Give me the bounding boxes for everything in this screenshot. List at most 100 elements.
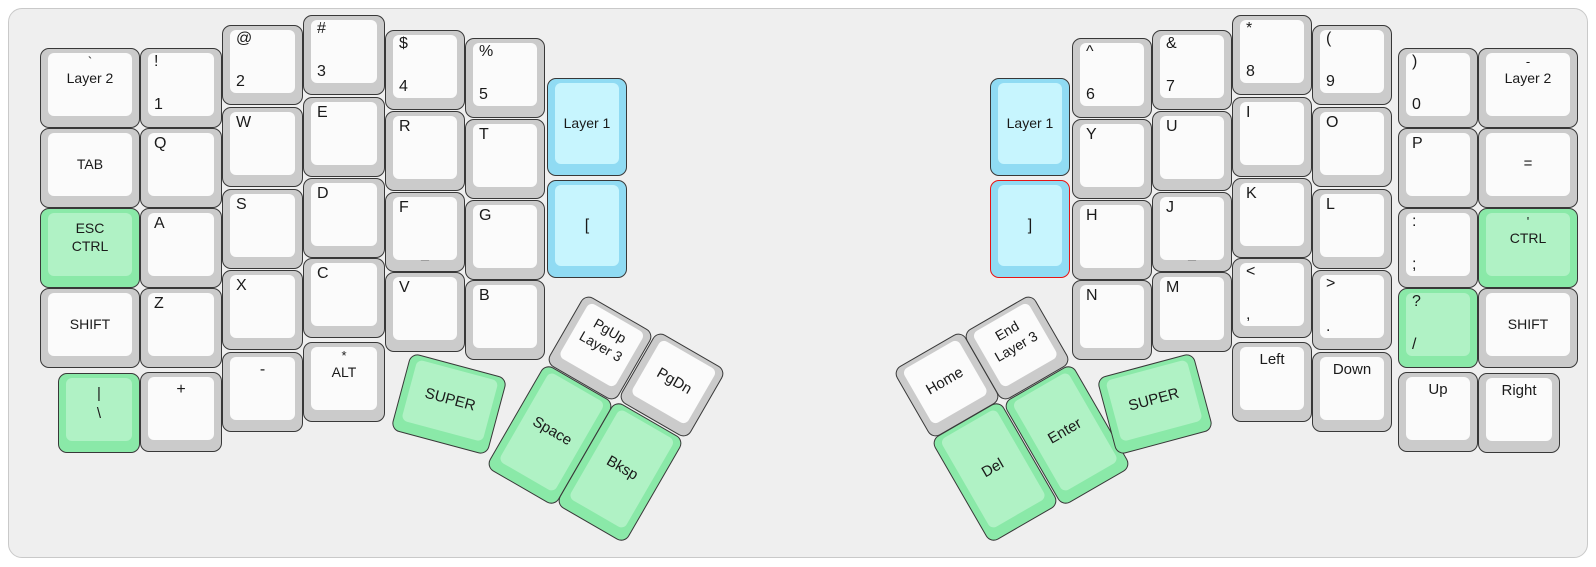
key-grave-layer2[interactable]: `Layer 2 bbox=[40, 48, 140, 128]
key-percent-5-face: %5 bbox=[473, 43, 537, 106]
key-r-label-0: R bbox=[399, 118, 411, 135]
key-x[interactable]: X bbox=[222, 270, 303, 350]
key-k[interactable]: K bbox=[1232, 178, 1312, 258]
key-arrow-left[interactable]: Left bbox=[1232, 342, 1312, 422]
key-y-face: Y bbox=[1080, 124, 1144, 187]
key-w-label-0: W bbox=[236, 114, 252, 131]
key-c[interactable]: C bbox=[303, 258, 385, 338]
key-colon-semicolon-label-0: : bbox=[1412, 213, 1417, 230]
key-colon-semicolon[interactable]: :; bbox=[1398, 208, 1478, 288]
key-u[interactable]: U bbox=[1152, 111, 1232, 191]
key-quote-ctrl[interactable]: 'CTRL bbox=[1478, 208, 1578, 288]
key-greater-period[interactable]: >. bbox=[1312, 270, 1392, 350]
key-exclam-1[interactable]: !1 bbox=[140, 48, 222, 128]
key-pipe-backslash-label-0: | bbox=[97, 385, 101, 402]
key-v-face: V bbox=[393, 277, 457, 340]
key-q[interactable]: Q bbox=[140, 128, 222, 208]
key-l[interactable]: L bbox=[1312, 189, 1392, 269]
key-exclam-1-face: !1 bbox=[148, 53, 214, 116]
key-question-slash[interactable]: ?/ bbox=[1398, 288, 1478, 368]
key-e[interactable]: E bbox=[303, 97, 385, 177]
key-i-label-0: I bbox=[1246, 104, 1251, 121]
key-asterisk-alt[interactable]: *ALT bbox=[303, 342, 385, 422]
key-rbracket[interactable]: ] bbox=[990, 180, 1070, 278]
key-a[interactable]: A bbox=[140, 208, 222, 288]
key-minus[interactable]: - bbox=[222, 352, 303, 432]
key-hash-3-label-0: # bbox=[317, 20, 326, 37]
key-super-right[interactable]: SUPER bbox=[1096, 352, 1214, 456]
key-f[interactable]: F_ bbox=[385, 192, 465, 272]
key-paren-0[interactable]: )0 bbox=[1398, 48, 1478, 128]
key-equals[interactable]: = bbox=[1478, 128, 1578, 208]
key-s[interactable]: S bbox=[222, 189, 303, 269]
key-dollar-4[interactable]: $4 bbox=[385, 30, 465, 110]
key-layer1-left[interactable]: Layer 1 bbox=[547, 78, 627, 176]
key-b[interactable]: B bbox=[465, 280, 545, 360]
key-o[interactable]: O bbox=[1312, 107, 1392, 187]
key-b-label-0: B bbox=[479, 287, 490, 304]
key-y[interactable]: Y bbox=[1072, 119, 1152, 199]
key-lbracket[interactable]: [ bbox=[547, 180, 627, 278]
key-minus-layer2[interactable]: -Layer 2 bbox=[1478, 48, 1578, 128]
key-amp-7[interactable]: &7 bbox=[1152, 30, 1232, 110]
key-asterisk-8[interactable]: *8 bbox=[1232, 15, 1312, 95]
key-h[interactable]: H bbox=[1072, 200, 1152, 280]
key-z[interactable]: Z bbox=[140, 288, 222, 368]
key-arrow-right-label-0: Right bbox=[1501, 382, 1537, 399]
key-greater-period-label-1: . bbox=[1326, 318, 1331, 336]
key-quote-ctrl-label-1: CTRL bbox=[1509, 230, 1547, 246]
key-arrow-right[interactable]: Right bbox=[1478, 373, 1560, 453]
key-r[interactable]: R bbox=[385, 111, 465, 191]
key-caret-6[interactable]: ^6 bbox=[1072, 38, 1152, 118]
key-shift-right[interactable]: SHIFT bbox=[1478, 288, 1578, 368]
key-d[interactable]: D bbox=[303, 178, 385, 258]
key-tab-face: TAB bbox=[48, 133, 132, 196]
key-hash-3[interactable]: #3 bbox=[303, 15, 385, 95]
key-w[interactable]: W bbox=[222, 107, 303, 187]
key-i[interactable]: I bbox=[1232, 97, 1312, 177]
key-at-2-label-0: @ bbox=[236, 30, 253, 47]
key-t-label-0: T bbox=[479, 126, 489, 143]
key-v[interactable]: V bbox=[385, 272, 465, 352]
key-g[interactable]: G bbox=[465, 200, 545, 280]
key-arrow-down[interactable]: Down bbox=[1312, 352, 1392, 432]
key-amp-7-label-0: & bbox=[1166, 35, 1177, 52]
key-percent-5[interactable]: %5 bbox=[465, 38, 545, 118]
key-quote-ctrl-face: 'CTRL bbox=[1486, 213, 1570, 276]
key-lbracket-label-0: [ bbox=[584, 216, 590, 234]
key-h-label-0: H bbox=[1086, 207, 1098, 224]
key-less-comma[interactable]: <, bbox=[1232, 258, 1312, 338]
key-j[interactable]: J_ bbox=[1152, 192, 1232, 272]
key-pipe-backslash[interactable]: |\ bbox=[58, 373, 140, 453]
key-at-2[interactable]: @2 bbox=[222, 25, 303, 105]
key-grave-layer2-label-0: ` bbox=[87, 54, 93, 69]
key-asterisk-alt-label-0: * bbox=[341, 348, 347, 363]
key-t[interactable]: T bbox=[465, 119, 545, 199]
key-tab[interactable]: TAB bbox=[40, 128, 140, 208]
key-f-homing-bar-icon: _ bbox=[421, 245, 429, 261]
key-caret-6-face: ^6 bbox=[1080, 43, 1144, 106]
key-rbracket-label-0: ] bbox=[1027, 216, 1033, 234]
key-question-slash-label-1: / bbox=[1412, 336, 1417, 354]
key-paren-9[interactable]: (9 bbox=[1312, 25, 1392, 105]
key-paren-0-label-1: 0 bbox=[1412, 96, 1421, 114]
key-x-face: X bbox=[230, 275, 295, 338]
key-at-2-face: @2 bbox=[230, 30, 295, 93]
key-p[interactable]: P bbox=[1398, 128, 1478, 208]
key-l-face: L bbox=[1320, 194, 1384, 257]
key-layer1-right[interactable]: Layer 1 bbox=[990, 78, 1070, 176]
key-arrow-up[interactable]: Up bbox=[1398, 372, 1478, 452]
key-minus-label-0: - bbox=[259, 361, 266, 378]
key-super-left[interactable]: SUPER bbox=[390, 352, 508, 456]
key-c-label-0: C bbox=[317, 265, 329, 282]
key-m[interactable]: M bbox=[1152, 272, 1232, 352]
key-shift-left-label-0: SHIFT bbox=[69, 315, 111, 332]
key-u-label-0: U bbox=[1166, 118, 1178, 135]
key-a-label-0: A bbox=[154, 215, 165, 232]
key-shift-left[interactable]: SHIFT bbox=[40, 288, 140, 368]
key-hash-3-face: #3 bbox=[311, 20, 377, 83]
key-plus[interactable]: + bbox=[140, 372, 222, 452]
key-n[interactable]: N bbox=[1072, 280, 1152, 360]
